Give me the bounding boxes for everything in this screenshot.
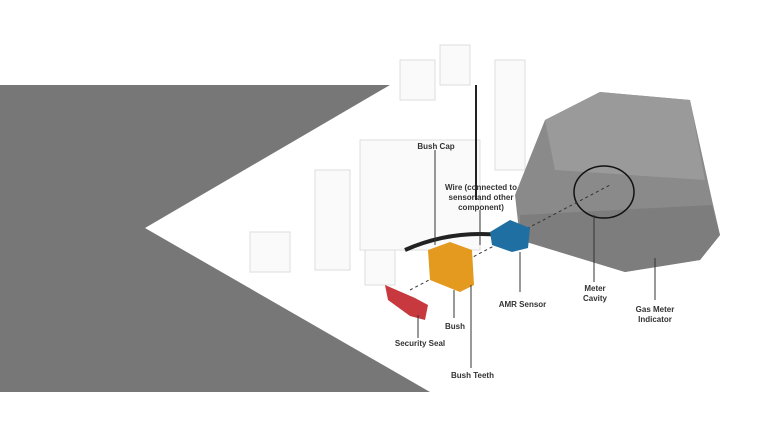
label-amr-sensor: AMR Sensor bbox=[498, 300, 547, 309]
label-gas-meter-indicator: Gas Meter Indicator bbox=[635, 305, 675, 324]
amr-sensor bbox=[490, 220, 530, 252]
gas-meter bbox=[515, 92, 720, 272]
gray-backdrop bbox=[0, 85, 430, 392]
label-bush-teeth: Bush Teeth bbox=[451, 371, 494, 380]
label-wire: Wire (connected to sensor and other comp… bbox=[445, 183, 517, 212]
label-bush: Bush bbox=[445, 322, 465, 331]
security-seal bbox=[385, 285, 428, 320]
label-meter-cavity: Meter Cavity bbox=[582, 284, 607, 303]
label-security-seal: Security Seal bbox=[394, 339, 446, 348]
meter-cavity-circle bbox=[573, 165, 635, 219]
background-flowchart bbox=[249, 44, 526, 286]
label-bush-cap: Bush Cap bbox=[417, 142, 455, 151]
bush bbox=[428, 242, 474, 292]
